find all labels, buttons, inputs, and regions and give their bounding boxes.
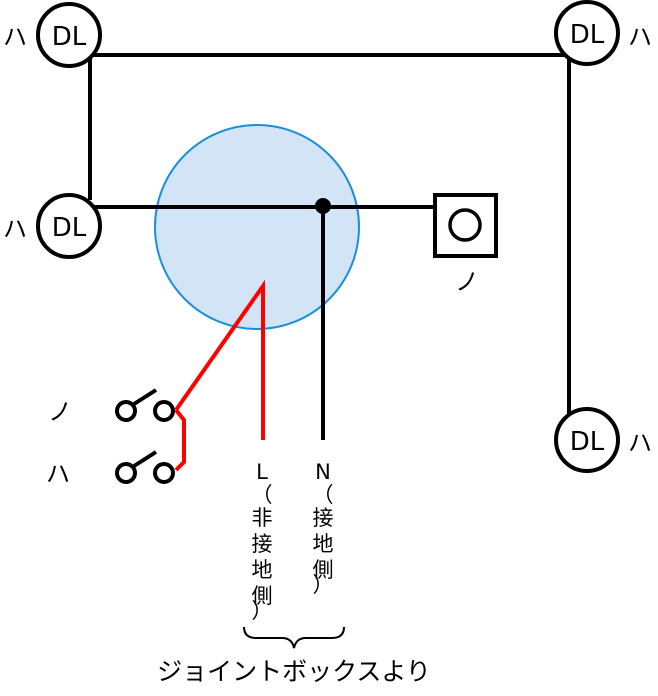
svg-text:DL: DL (570, 20, 605, 50)
svg-text:側: 側 (252, 584, 273, 608)
switch-label-ha: ハ (3, 215, 27, 243)
junction-dot (315, 198, 331, 214)
brace (243, 626, 345, 649)
n-line-label: N （ 接 地 側 ） (313, 460, 334, 597)
svg-text:DL: DL (570, 427, 605, 457)
svg-text:L: L (256, 460, 268, 484)
svg-text:接: 接 (252, 532, 273, 556)
switch-label: ノ (48, 398, 72, 426)
fixture-dl-mid-left: DL ハ (3, 193, 102, 259)
svg-text:接: 接 (313, 506, 334, 530)
switch-label-ha: ハ (628, 429, 652, 457)
neutral-wires (88, 53, 571, 440)
fixture-dl-bottom-right: DL ハ (554, 407, 652, 473)
svg-text:DL: DL (52, 213, 87, 243)
svg-text:）: ） (313, 573, 334, 597)
switch-ha: ハ (46, 450, 175, 488)
svg-text:DL: DL (52, 22, 87, 52)
svg-text:地: 地 (313, 532, 334, 556)
switch-label-ha: ハ (3, 23, 27, 51)
svg-text:（: （ (252, 483, 273, 507)
switch-label: ハ (46, 460, 70, 488)
fixture-dl-top-left: DL ハ (3, 2, 102, 68)
switch-label-ha: ハ (628, 23, 652, 51)
svg-text:地: 地 (252, 558, 273, 582)
svg-text:側: 側 (313, 558, 334, 582)
junction-box (154, 124, 360, 330)
outlet: ノ (433, 193, 498, 296)
hot-wires (174, 279, 265, 472)
svg-text:非: 非 (252, 506, 273, 530)
outlet-label: ノ (455, 268, 479, 296)
svg-text:N: N (315, 460, 331, 484)
fixture-dl-top-right: DL ハ (554, 0, 652, 66)
l-line-label: L （ 非 接 地 側 ） (252, 460, 273, 623)
switch-no: ノ (48, 388, 175, 426)
source-label: ジョイントボックスより (157, 657, 431, 686)
svg-text:）: ） (252, 599, 273, 623)
svg-text:（: （ (313, 483, 334, 507)
